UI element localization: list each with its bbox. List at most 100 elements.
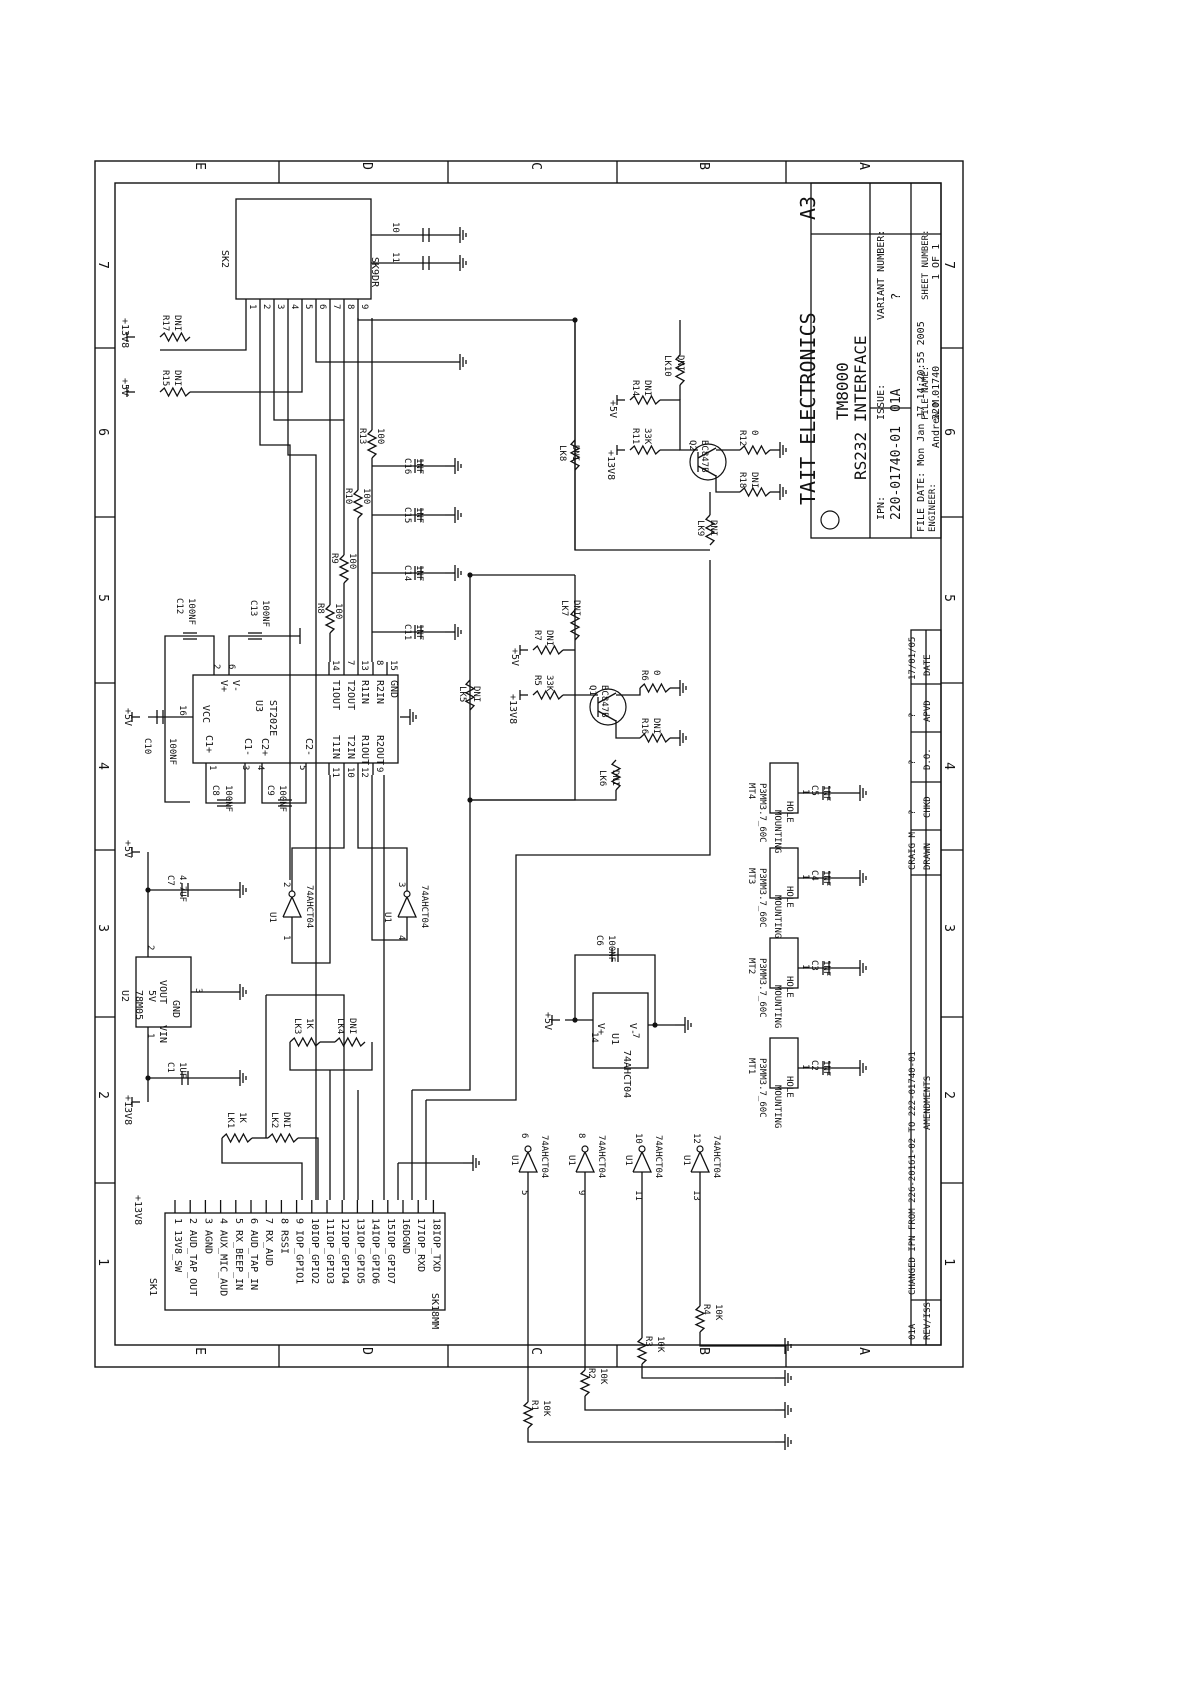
sk1-pin-name: IOP_GPIO7 <box>385 1230 396 1284</box>
sk1-pin-number: 13 <box>354 1218 365 1230</box>
cap-ref: C15 <box>402 507 412 523</box>
sk2-body <box>235 198 372 300</box>
resistor-symbol <box>639 732 671 744</box>
inverter-part: 74AHCT04 <box>419 885 429 928</box>
u2-gnd: GND <box>170 1000 181 1018</box>
power-label-13v8: +13V8 <box>122 1095 133 1125</box>
transistor-part: BC847B <box>599 685 609 718</box>
u3-pin-number: 11 <box>330 767 340 778</box>
resistor-value: 100 <box>375 428 385 444</box>
cap-ref: C5 <box>809 785 819 796</box>
inverter-pin: 12 <box>691 1133 701 1144</box>
sk2-pin-number: 3 <box>275 304 285 309</box>
inverter-pin: 5 <box>519 1190 529 1195</box>
wire <box>205 763 246 804</box>
inverter-pin: 13 <box>691 1190 701 1201</box>
u3-part: ST202E <box>267 700 278 736</box>
zone-number-left: 7 <box>95 261 110 269</box>
u2-pin: 3 <box>193 988 203 993</box>
sk2-pin-number: 8 <box>345 304 355 309</box>
resistor-value: 10K <box>598 1368 608 1385</box>
wire <box>160 318 247 351</box>
u3-pin-number: 14 <box>330 660 340 671</box>
mounting-hole-label: HOLE <box>784 1076 794 1098</box>
cap-ref: C1 <box>165 1062 175 1073</box>
link-value: DNI <box>471 686 481 702</box>
revision-do: ? <box>908 760 918 765</box>
engineer-name: Andrew M. <box>931 394 942 448</box>
resistor-value: 33K <box>642 428 652 445</box>
link-ref: LK4 <box>335 1018 345 1034</box>
inverter-part: 74AHCT04 <box>711 1135 721 1178</box>
u2-ref: U2 <box>119 990 130 1002</box>
inverter-bubble <box>403 890 411 898</box>
sk1-pin-name: IOP_RXD <box>415 1230 426 1272</box>
resistor-value: DNI <box>651 718 661 734</box>
sk1-pin-name: IOP_GPIO2 <box>309 1230 320 1284</box>
file-name-label: FILE NAME: <box>921 366 931 420</box>
resistor-symbol <box>569 439 581 471</box>
u3-body <box>192 674 399 764</box>
sk1-pin-name: 13V8_SW <box>172 1230 183 1273</box>
inverter-bubble <box>288 890 296 898</box>
cap-ref: C11 <box>402 624 412 640</box>
resistor-ref: R17 <box>160 315 170 331</box>
u2-body <box>135 956 192 1028</box>
issue-value: 01A <box>889 388 904 412</box>
zone-letter-top: C <box>528 162 543 170</box>
link-value: 1K <box>304 1018 314 1029</box>
u3-pin-number: 10 <box>345 767 355 778</box>
cap-ref: C2 <box>809 1060 819 1071</box>
wire <box>371 775 408 941</box>
zone-number-left: 2 <box>95 1091 110 1099</box>
resistor-ref: R14 <box>630 380 640 396</box>
cap-value: 1NF <box>821 870 831 886</box>
resistor-value: DNI <box>642 380 652 396</box>
inverter-triangle <box>518 1150 539 1173</box>
resistor-ref: R10 <box>343 488 353 504</box>
revision-date: 17/01/05 <box>908 637 918 680</box>
resistor-value: DNI <box>544 630 554 646</box>
inverter-ref: U1 <box>267 912 277 923</box>
inverter-pin: 3 <box>396 882 406 887</box>
u1-ref: U1 <box>609 1033 620 1045</box>
cap-ref: C7 <box>165 875 175 886</box>
wire <box>715 475 740 493</box>
resistor-ref: R6 <box>639 670 649 681</box>
inverter-ref: U1 <box>382 912 392 923</box>
zone-letter-bottom: A <box>856 1347 871 1355</box>
link-value: DNI <box>675 355 685 371</box>
wire <box>287 318 317 1200</box>
junction-dot <box>652 1022 658 1028</box>
u2-vin: VIN <box>157 1025 168 1043</box>
link-value: DNI <box>610 770 620 786</box>
zone-letter-top: A <box>856 162 871 170</box>
resistor-symbol <box>267 1132 299 1144</box>
sheet-size: A3 <box>796 196 820 220</box>
power-label-13v8: +13V8 <box>119 318 130 348</box>
link-ref: LK10 <box>662 355 672 377</box>
cap-value: 100NF <box>606 935 616 962</box>
resistor-ref: R5 <box>532 675 542 686</box>
u3-ref: U3 <box>253 700 264 712</box>
cap-value: 1NF <box>821 960 831 976</box>
resistor-ref: R15 <box>160 370 170 386</box>
resistor-ref: R18 <box>737 472 747 488</box>
u3-pin-name: R2OUT <box>374 735 385 765</box>
wire <box>273 318 344 421</box>
inverter-pin: 2 <box>281 882 291 887</box>
u3-pin-name: C2- <box>303 738 314 756</box>
sk1-pin-number: 3 <box>202 1218 213 1224</box>
resistor-symbol <box>704 514 716 546</box>
link-ref: LK7 <box>559 600 569 616</box>
sk2-pin-number: 1 <box>247 304 257 309</box>
resistor-value: 10K <box>541 1400 551 1417</box>
resistor-symbol <box>610 759 622 791</box>
col-apvd: APVD <box>923 700 933 722</box>
revision-drawn-by: CRAIG M <box>908 831 918 870</box>
cap-ref: C3 <box>809 960 819 971</box>
sk1-pin-name: IOP_GPIO3 <box>324 1230 335 1284</box>
cap-value: 1NF <box>821 785 831 801</box>
cap-ref: C10 <box>142 738 152 754</box>
sk1-ref: SK1 <box>147 1278 158 1296</box>
